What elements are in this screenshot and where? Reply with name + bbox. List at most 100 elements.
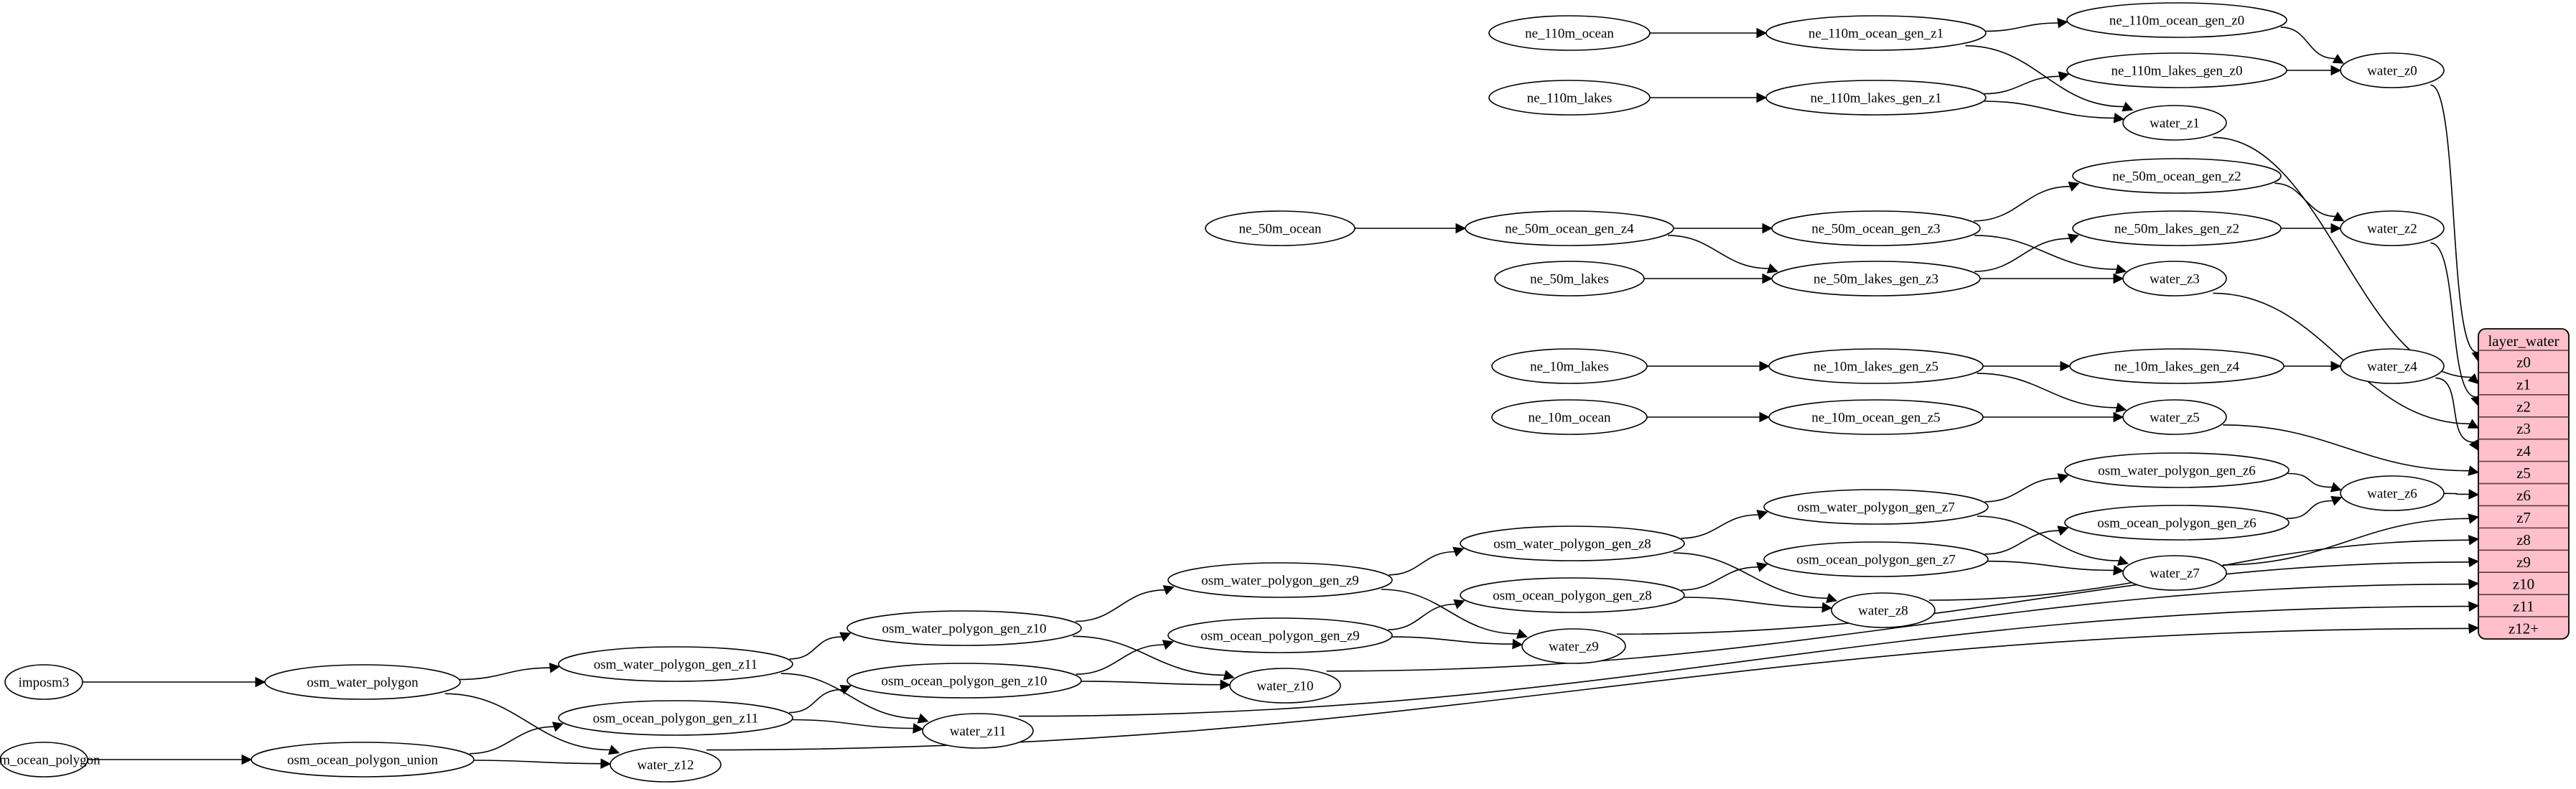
node-ellipse[interactable] <box>1768 348 1984 384</box>
graph-node-osm_ocean_polygon[interactable]: osm_ocean_polygon <box>0 742 101 778</box>
layer-water-row-z10[interactable]: z10 <box>2513 576 2534 593</box>
graph-node-ne_10m_ocean[interactable]: ne_10m_ocean <box>1491 399 1648 435</box>
node-ellipse[interactable] <box>2340 210 2445 246</box>
layer-water-row-z4[interactable]: z4 <box>2516 442 2531 459</box>
graph-node-water_z2[interactable]: water_z2 <box>2340 210 2445 246</box>
graph-node-imposm3[interactable]: imposm3 <box>4 664 83 700</box>
node-ellipse[interactable] <box>558 700 793 736</box>
graph-node-water_z9[interactable]: water_z9 <box>1521 628 1626 664</box>
graph-node-ne_50m_lakes[interactable]: ne_50m_lakes <box>1494 261 1645 297</box>
node-ellipse[interactable] <box>2066 52 2287 88</box>
layer-water-row-z9[interactable]: z9 <box>2516 554 2531 571</box>
node-ellipse[interactable] <box>1167 562 1393 598</box>
node-ellipse[interactable] <box>2340 52 2445 88</box>
node-ellipse[interactable] <box>0 742 88 778</box>
graph-node-ne_10m_lakes_gen_z5[interactable]: ne_10m_lakes_gen_z5 <box>1768 348 1984 384</box>
node-ellipse[interactable] <box>1205 210 1355 246</box>
node-ellipse[interactable] <box>2072 158 2282 194</box>
layer-water-row-z8[interactable]: z8 <box>2516 531 2531 548</box>
node-ellipse[interactable] <box>1167 617 1393 653</box>
graph-node-water_z6[interactable]: water_z6 <box>2340 475 2445 511</box>
node-ellipse[interactable] <box>2064 505 2290 541</box>
node-ellipse[interactable] <box>2340 348 2445 384</box>
node-ellipse[interactable] <box>264 664 461 700</box>
graph-node-water_z7[interactable]: water_z7 <box>2122 555 2227 591</box>
node-ellipse[interactable] <box>2072 210 2282 246</box>
node-ellipse[interactable] <box>1488 80 1651 116</box>
graph-node-ne_10m_ocean_gen_z5[interactable]: ne_10m_ocean_gen_z5 <box>1768 399 1984 435</box>
graph-node-ne_110m_ocean[interactable]: ne_110m_ocean <box>1488 15 1651 51</box>
graph-node-osm_water_polygon[interactable]: osm_water_polygon <box>264 664 461 700</box>
node-ellipse[interactable] <box>1763 489 1989 525</box>
node-ellipse[interactable] <box>2122 399 2227 435</box>
node-ellipse[interactable] <box>2122 261 2227 297</box>
graph-node-ne_50m_lakes_gen_z2[interactable]: ne_50m_lakes_gen_z2 <box>2072 210 2282 246</box>
node-ellipse[interactable] <box>1488 15 1651 51</box>
node-ellipse[interactable] <box>846 663 1082 699</box>
node-ellipse[interactable] <box>1491 348 1648 384</box>
node-ellipse[interactable] <box>2066 2 2287 38</box>
graph-node-water_z5[interactable]: water_z5 <box>2122 399 2227 435</box>
graph-node-ne_110m_lakes[interactable]: ne_110m_lakes <box>1488 80 1651 116</box>
graph-node-osm_water_polygon_gen_z7[interactable]: osm_water_polygon_gen_z7 <box>1763 489 1989 525</box>
node-ellipse[interactable] <box>610 747 722 783</box>
layer-water-row-z12plus[interactable]: z12+ <box>2509 620 2539 638</box>
layer-water-row-z7[interactable]: z7 <box>2516 509 2531 526</box>
node-ellipse[interactable] <box>1831 592 1936 628</box>
graph-node-osm_water_polygon_gen_z6[interactable]: osm_water_polygon_gen_z6 <box>2064 452 2290 488</box>
layer-water-row-z2[interactable]: z2 <box>2516 398 2531 415</box>
graph-node-water_z11[interactable]: water_z11 <box>922 713 1034 749</box>
node-ellipse[interactable] <box>2122 105 2227 141</box>
node-ellipse[interactable] <box>2122 555 2227 591</box>
node-ellipse[interactable] <box>846 610 1082 646</box>
node-ellipse[interactable] <box>1771 210 1981 246</box>
node-ellipse[interactable] <box>1765 15 1987 51</box>
graph-node-osm_ocean_polygon_gen_z6[interactable]: osm_ocean_polygon_gen_z6 <box>2064 505 2290 541</box>
graph-node-osm_ocean_polygon_gen_z10[interactable]: osm_ocean_polygon_gen_z10 <box>846 663 1082 699</box>
node-ellipse[interactable] <box>1460 526 1685 561</box>
graph-node-osm_ocean_polygon_gen_z9[interactable]: osm_ocean_polygon_gen_z9 <box>1167 617 1393 653</box>
node-ellipse[interactable] <box>1521 628 1626 664</box>
graph-node-osm_water_polygon_gen_z8[interactable]: osm_water_polygon_gen_z8 <box>1460 526 1685 561</box>
node-ellipse[interactable] <box>4 664 83 700</box>
graph-node-ne_110m_ocean_gen_z0[interactable]: ne_110m_ocean_gen_z0 <box>2066 2 2287 38</box>
node-ellipse[interactable] <box>1765 80 1987 116</box>
graph-node-osm_water_polygon_gen_z9[interactable]: osm_water_polygon_gen_z9 <box>1167 562 1393 598</box>
graph-node-ne_110m_lakes_gen_z0[interactable]: ne_110m_lakes_gen_z0 <box>2066 52 2287 88</box>
graph-node-water_z10[interactable]: water_z10 <box>1229 668 1341 704</box>
graph-node-water_z12[interactable]: water_z12 <box>610 747 722 783</box>
graph-node-ne_10m_lakes_gen_z4[interactable]: ne_10m_lakes_gen_z4 <box>2069 348 2285 384</box>
graph-node-osm_water_polygon_gen_z11[interactable]: osm_water_polygon_gen_z11 <box>558 646 793 682</box>
node-ellipse[interactable] <box>1494 261 1645 297</box>
graph-node-ne_50m_ocean_gen_z3[interactable]: ne_50m_ocean_gen_z3 <box>1771 210 1981 246</box>
graph-node-osm_ocean_polygon_gen_z8[interactable]: osm_ocean_polygon_gen_z8 <box>1460 577 1685 613</box>
graph-node-water_z3[interactable]: water_z3 <box>2122 261 2227 297</box>
node-ellipse[interactable] <box>922 713 1034 749</box>
node-ellipse[interactable] <box>2069 348 2285 384</box>
graph-node-osm_ocean_polygon_gen_z7[interactable]: osm_ocean_polygon_gen_z7 <box>1763 541 1989 577</box>
node-ellipse[interactable] <box>1768 399 1984 435</box>
graph-node-osm_ocean_polygon_gen_z11[interactable]: osm_ocean_polygon_gen_z11 <box>558 700 793 736</box>
graph-node-water_z0[interactable]: water_z0 <box>2340 52 2445 88</box>
node-ellipse[interactable] <box>251 742 475 778</box>
node-ellipse[interactable] <box>558 646 793 682</box>
layer-water-row-z5[interactable]: z5 <box>2516 464 2531 482</box>
graph-node-osm_ocean_polygon_union[interactable]: osm_ocean_polygon_union <box>251 742 475 778</box>
node-ellipse[interactable] <box>2340 475 2445 511</box>
graph-node-water_z1[interactable]: water_z1 <box>2122 105 2227 141</box>
node-ellipse[interactable] <box>1229 668 1341 704</box>
node-ellipse[interactable] <box>1771 261 1981 297</box>
graph-node-water_z8[interactable]: water_z8 <box>1831 592 1936 628</box>
layer-water-row-z6[interactable]: z6 <box>2516 487 2531 504</box>
graph-node-ne_50m_lakes_gen_z3[interactable]: ne_50m_lakes_gen_z3 <box>1771 261 1981 297</box>
graph-node-ne_50m_ocean[interactable]: ne_50m_ocean <box>1205 210 1355 246</box>
layer-water-row-z0[interactable]: z0 <box>2516 353 2531 370</box>
layer-water-row-z3[interactable]: z3 <box>2516 420 2531 437</box>
node-ellipse[interactable] <box>2064 452 2290 488</box>
graph-node-ne_110m_ocean_gen_z1[interactable]: ne_110m_ocean_gen_z1 <box>1765 15 1987 51</box>
node-ellipse[interactable] <box>1491 399 1648 435</box>
graph-node-water_z4[interactable]: water_z4 <box>2340 348 2445 384</box>
layer-water-row-z11[interactable]: z11 <box>2513 598 2534 615</box>
layer-water-row-z1[interactable]: z1 <box>2516 375 2531 393</box>
node-ellipse[interactable] <box>1460 577 1685 613</box>
